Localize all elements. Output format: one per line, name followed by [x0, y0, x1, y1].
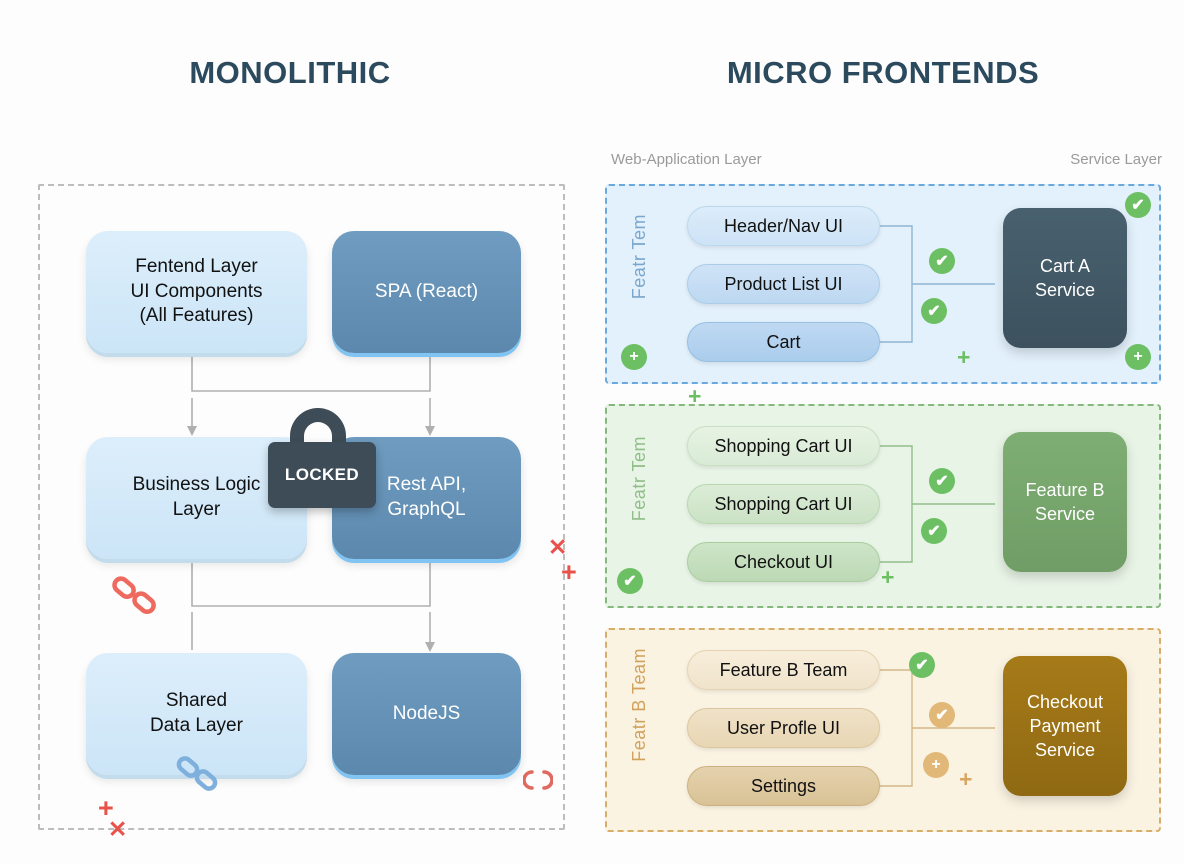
panel-c-connector-lines: [880, 669, 995, 787]
page-title-monolithic: MONOLITHIC: [189, 55, 391, 90]
pill-feature-b-team[interactable]: Feature B Team: [687, 650, 880, 690]
check-badge-panel-c-top: ✔: [909, 652, 935, 678]
service-feature-b-label: Feature B Service: [1025, 479, 1105, 524]
pill-user-profile-ui[interactable]: User Profle UI: [687, 708, 880, 748]
plus-mark-red-top-icon: +: [561, 557, 577, 587]
check-badge-panel-b-bottom-left: ✔: [617, 568, 643, 594]
panel-a-connector-lines: [880, 225, 995, 343]
padlock-open-icon: LOCKED: [268, 408, 376, 508]
box-business-logic-layer-label: Business Logic Layer: [132, 474, 261, 520]
service-checkout-payment[interactable]: Checkout Payment Service: [1003, 656, 1127, 796]
service-cart-a-label: Cart A Service: [1034, 255, 1096, 300]
box-nodejs-label: NodeJS: [392, 702, 461, 724]
box-frontend-layer[interactable]: Fentend Layer UI Components (All Feature…: [86, 231, 307, 353]
locked-label: LOCKED: [284, 465, 360, 484]
monolith-connector-lines: [187, 356, 435, 652]
service-checkout-payment-label: Checkout Payment Service: [1026, 691, 1104, 761]
box-shared-data-layer-label: Shared Data Layer: [150, 690, 243, 736]
team-label-c: Featr B Team: [629, 648, 649, 762]
mfe-panel-feature-b: Featr Tem Shopping Cart UI Shopping Cart…: [605, 404, 1161, 608]
monolith-panel: Fentend Layer UI Components (All Feature…: [38, 184, 577, 842]
check-badge-panel-a-top-right: ✔: [1125, 192, 1151, 218]
plus-badge-panel-c-amber: +: [923, 752, 949, 778]
pill-cart[interactable]: Cart: [687, 322, 880, 362]
box-nodejs[interactable]: NodeJS: [332, 653, 521, 775]
service-feature-b[interactable]: Feature B Service: [1003, 432, 1127, 572]
padlock-body: LOCKED: [268, 442, 376, 508]
pill-shopping-cart-ui-1[interactable]: Shopping Cart UI: [687, 426, 880, 466]
check-badge-panel-a-upper: ✔: [929, 248, 955, 274]
pill-header-nav-ui[interactable]: Header/Nav UI: [687, 206, 880, 246]
box-rest-api-graphql-label: Rest API, GraphQL: [386, 474, 467, 520]
page-title-micro-frontends: MICRO FRONTENDS: [726, 55, 1040, 90]
plus-mark-between-panel-a-b: +: [688, 383, 702, 409]
plus-badge-panel-a-bottom-right: +: [1125, 344, 1151, 370]
check-badge-panel-b-upper: ✔: [929, 468, 955, 494]
pill-checkout-ui[interactable]: Checkout UI: [687, 542, 880, 582]
pill-settings[interactable]: Settings: [687, 766, 880, 806]
mfe-panel-feature-c: Featr B Team Feature B Team User Profle …: [605, 628, 1161, 832]
plus-mark-panel-b: +: [881, 564, 895, 590]
box-shared-data-layer[interactable]: Shared Data Layer: [86, 653, 307, 775]
mfe-panel-feature-a: Featr Tem Header/Nav UI Product List UI …: [605, 184, 1161, 384]
box-spa-react[interactable]: SPA (React): [332, 231, 521, 353]
box-frontend-layer-label: Fentend Layer UI Components (All Feature…: [130, 255, 263, 327]
broken-chain-blue-icon: [176, 756, 218, 791]
box-spa-react-label: SPA (React): [374, 280, 479, 302]
pill-product-list-ui[interactable]: Product List UI: [687, 264, 880, 304]
service-layer-label: Service Layer: [1070, 151, 1162, 168]
panel-b-connector-lines: [880, 445, 995, 563]
plus-mark-panel-a: +: [957, 344, 971, 370]
check-badge-panel-c-amber: ✔: [929, 702, 955, 728]
service-cart-a[interactable]: Cart A Service: [1003, 208, 1127, 348]
plus-mark-red-bottom-icon: +: [98, 793, 114, 823]
team-label-a: Featr Tem: [629, 214, 649, 300]
check-badge-panel-b-lower: ✔: [921, 518, 947, 544]
check-badge-panel-a-lower: ✔: [921, 298, 947, 324]
x-mark-red-top-icon: ✕: [548, 534, 568, 560]
plus-mark-panel-c: +: [959, 766, 973, 792]
plus-badge-panel-a-bottom-left: +: [621, 344, 647, 370]
broken-chain-red-icon: [112, 576, 156, 615]
team-label-b: Featr Tem: [629, 436, 649, 522]
sync-broken-red-icon: [523, 770, 553, 790]
web-application-layer-label: Web-Application Layer: [611, 151, 762, 168]
pill-shopping-cart-ui-2[interactable]: Shopping Cart UI: [687, 484, 880, 524]
x-mark-red-bottom-icon: ✕: [108, 816, 128, 842]
